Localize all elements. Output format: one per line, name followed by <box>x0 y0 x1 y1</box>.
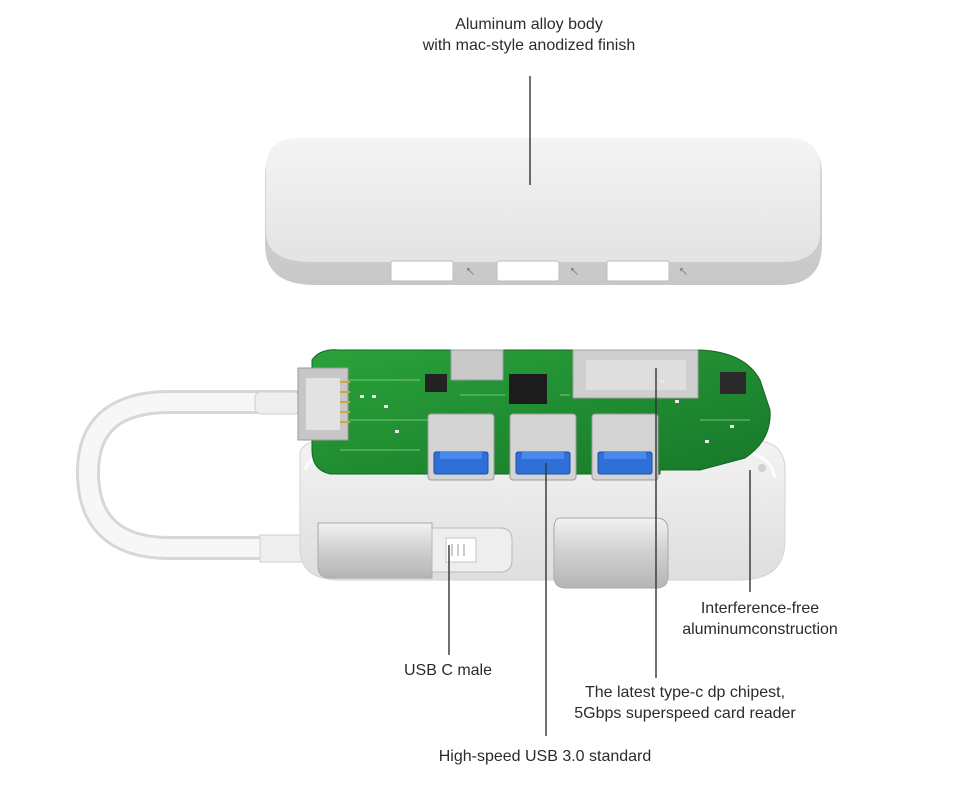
label-usb3-standard: High-speed USB 3.0 standard <box>410 746 680 767</box>
usb-icon: ⭦ <box>570 265 578 280</box>
label-chipset-line1: The latest type-c dp chipest, <box>584 684 786 701</box>
label-chipset-line2: 5Gbps superspeed card reader <box>574 705 796 722</box>
label-aluminum-body-line2: with mac-style anodized finish <box>422 37 636 54</box>
usb3-port-3 <box>591 413 659 481</box>
lid-usb-port-1: ⭦ <box>390 260 474 282</box>
label-usb-c-text: USB C male <box>403 662 493 679</box>
usb3-port-1 <box>427 413 495 481</box>
label-usb-c-male: USB C male <box>378 660 518 681</box>
usb-icon: ⭦ <box>679 265 687 280</box>
aluminum-lid: ⭦ ⭦ ⭦ <box>265 138 822 285</box>
usb-icon: ⭦ <box>466 265 474 280</box>
label-aluminum-body: Aluminum alloy body with mac-style anodi… <box>384 14 674 56</box>
label-interference-line1: Interference-free <box>700 600 820 617</box>
usb-c-cable <box>75 390 321 563</box>
card-reader-module <box>553 517 669 589</box>
label-interference-free: Interference-free aluminumconstruction <box>660 598 860 640</box>
lid-usb-port-2: ⭦ <box>496 260 578 282</box>
label-interference-line2: aluminumconstruction <box>682 621 838 638</box>
label-aluminum-body-line1: Aluminum alloy body <box>455 16 603 33</box>
label-usb3-text: High-speed USB 3.0 standard <box>438 748 652 765</box>
lid-usb-port-3: ⭦ <box>606 260 687 282</box>
label-chipset: The latest type-c dp chipest, 5Gbps supe… <box>560 682 810 724</box>
usb-c-plug <box>317 522 513 579</box>
usb3-port-2 <box>509 413 577 481</box>
